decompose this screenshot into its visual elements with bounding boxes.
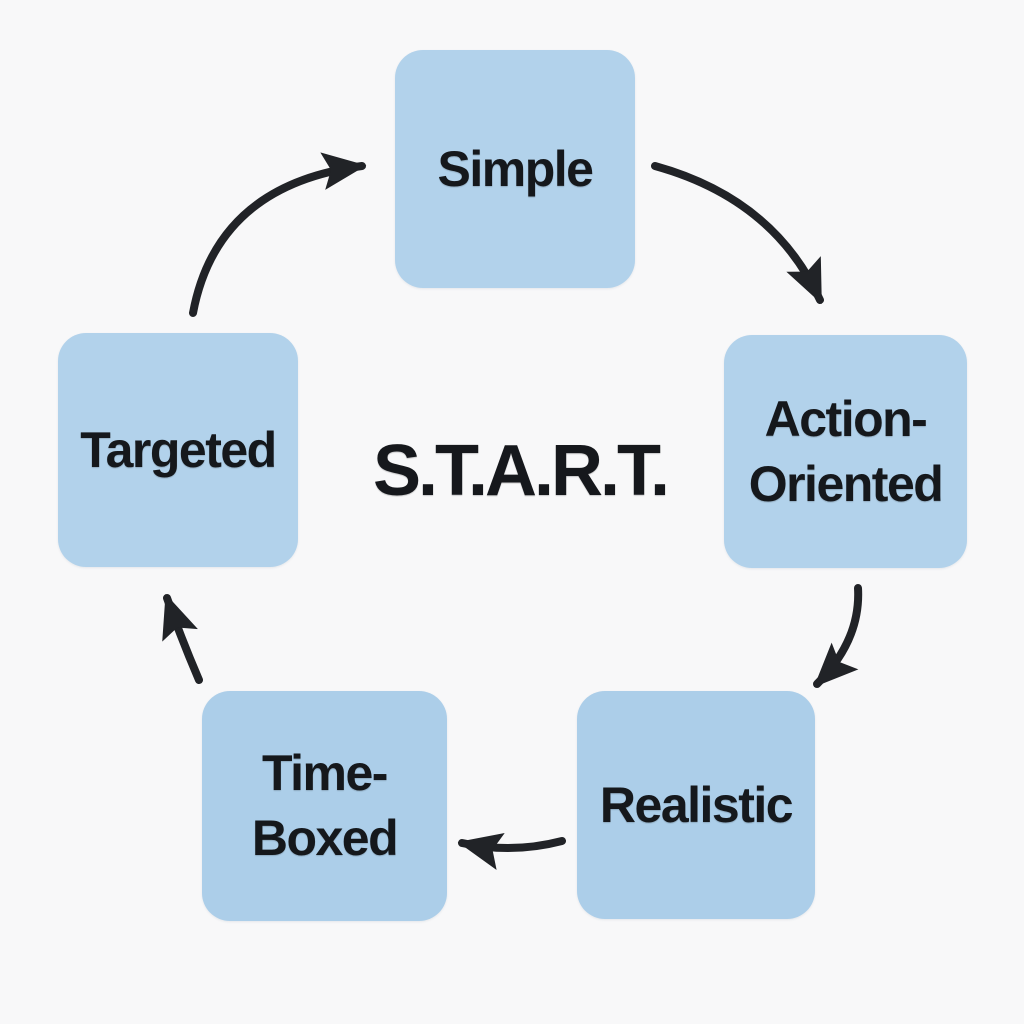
node-action-oriented-label: Action-Oriented xyxy=(748,390,944,512)
arrow-realistic-to-time-boxed xyxy=(457,833,566,870)
node-targeted: Targeted xyxy=(58,333,298,567)
arrow-targeted-to-simple xyxy=(189,152,367,317)
node-realistic: Realistic xyxy=(577,691,815,919)
arrow-simple-to-action-oriented xyxy=(651,162,824,305)
node-simple: Simple xyxy=(395,50,635,288)
diagram-title: S.T.A.R.T. xyxy=(372,431,670,511)
node-time-boxed-label: Time-Boxed xyxy=(251,745,399,866)
node-time-boxed: Time-Boxed xyxy=(202,691,447,921)
arrow-action-oriented-to-realistic xyxy=(813,584,863,688)
node-targeted-label: Targeted xyxy=(80,421,277,478)
arrow-time-boxed-to-targeted xyxy=(162,593,203,684)
node-realistic-label: Realistic xyxy=(599,776,794,833)
node-action-oriented: Action-Oriented xyxy=(724,335,967,568)
node-simple-label: Simple xyxy=(437,140,594,197)
